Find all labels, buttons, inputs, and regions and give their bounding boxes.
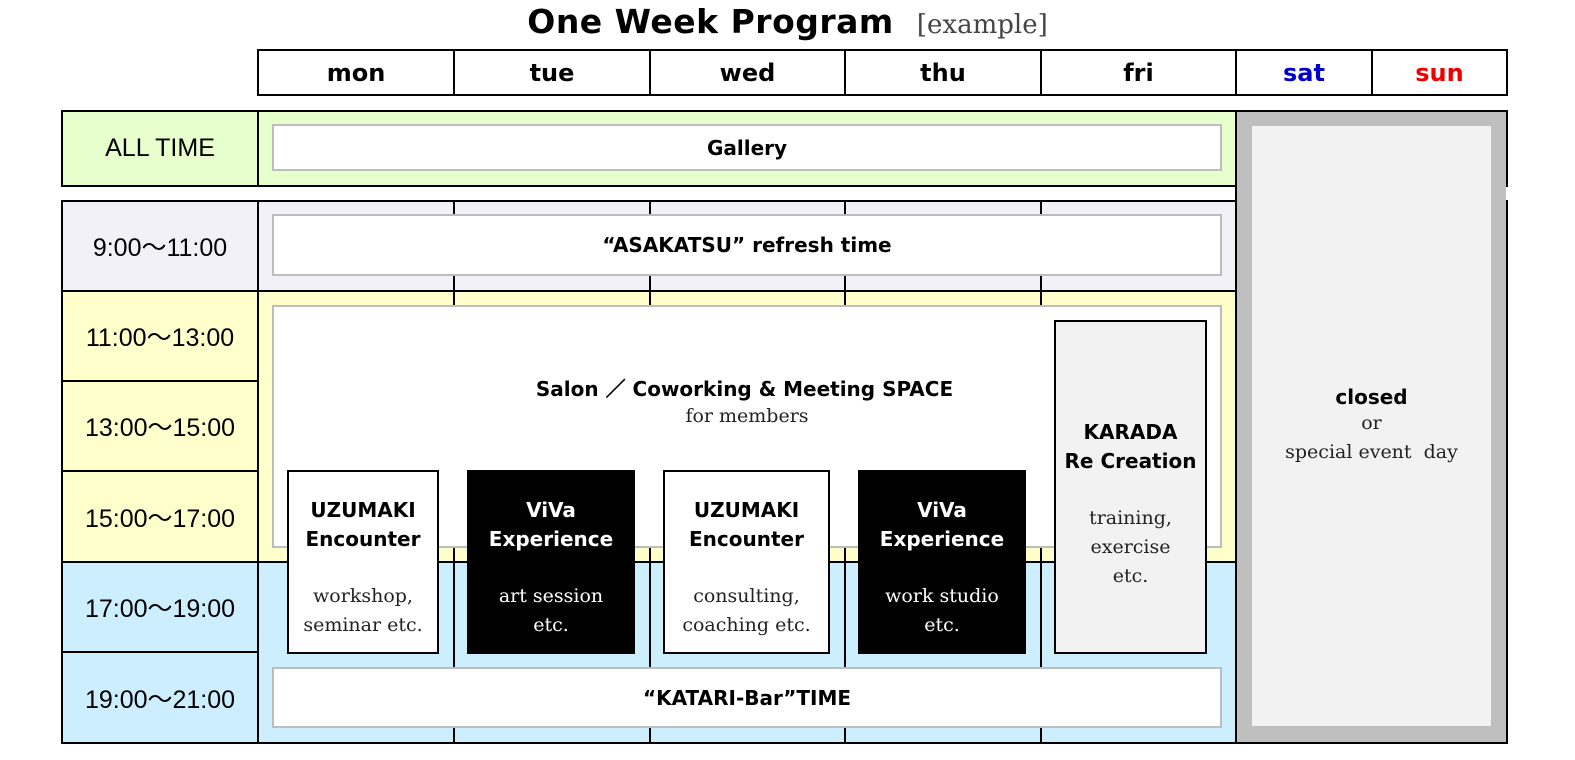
row-label-slot: 17:00～19:00: [84, 595, 236, 623]
day-header-thu: thu: [844, 49, 1042, 96]
card-title: Experience: [488, 527, 614, 551]
asakatsu-label: “ASAKATSU” refresh time: [602, 233, 892, 257]
viva-thu-card: ViVa Experience work studio etc.: [858, 470, 1026, 654]
salon-title: Salon ／ Coworking & Meeting SPACE: [535, 377, 954, 401]
card-desc: workshop,: [313, 585, 413, 607]
card-desc: seminar etc.: [303, 614, 423, 636]
card-title: UZUMAKI: [693, 498, 800, 522]
day-label: thu: [920, 58, 966, 87]
weekend-title: closed: [1335, 385, 1408, 409]
viva-tue-card: ViVa Experience art session etc.: [467, 470, 635, 654]
day-header-fri: fri: [1040, 49, 1237, 96]
row-label-all-time: ALL TIME: [105, 134, 215, 162]
title-main: One Week Program: [527, 2, 894, 41]
katari-label: “KATARI-Bar”TIME: [642, 685, 852, 710]
day-header-sun: sun: [1371, 49, 1508, 96]
divider: [257, 110, 259, 187]
divider: [1235, 110, 1237, 744]
karada-desc: exercise: [1090, 536, 1171, 558]
card-desc: coaching etc.: [682, 614, 811, 636]
row-label-slot: 19:00～21:00: [84, 685, 236, 714]
day-header-sat: sat: [1235, 49, 1373, 96]
karada-desc: training,: [1089, 507, 1172, 529]
row-label-slot: 15:00～17:00: [84, 504, 236, 533]
weekend-line: special event day: [1285, 441, 1458, 463]
card-desc: etc.: [924, 614, 960, 636]
card-title: ViVa: [917, 498, 967, 522]
row-label-slot: 11:00～13:00: [85, 324, 235, 352]
karada-card: KARADA Re Creation training, exercise et…: [1054, 320, 1207, 654]
uzumaki-wed-card: UZUMAKI Encounter consulting, coaching e…: [663, 470, 830, 654]
day-label: tue: [529, 58, 575, 87]
page-title: One Week Program [example]: [0, 2, 1575, 41]
divider: [257, 200, 259, 744]
uzumaki-mon-card: UZUMAKI Encounter workshop, seminar etc.: [287, 470, 439, 654]
card-title: UZUMAKI: [310, 498, 416, 522]
weekend-panel: closed or special event day: [1252, 126, 1491, 726]
gallery-label: Gallery: [706, 135, 788, 160]
karada-title: Re Creation: [1064, 449, 1197, 473]
karada-title: KARADA: [1083, 420, 1178, 444]
divider: [61, 380, 257, 382]
day-header-wed: wed: [649, 49, 846, 96]
card-title: Encounter: [305, 527, 421, 551]
divider: [61, 470, 257, 472]
card-title: ViVa: [526, 498, 576, 522]
card-desc: etc.: [533, 614, 569, 636]
card-desc: work studio: [885, 585, 999, 607]
day-header-tue: tue: [453, 49, 651, 96]
divider: [61, 290, 1508, 292]
weekend-line: or: [1361, 412, 1382, 434]
title-sub: [example]: [916, 10, 1048, 40]
row-label-slot: 9:00～11:00: [92, 234, 228, 262]
day-header-mon: mon: [257, 49, 455, 96]
time-grid: [61, 200, 1508, 744]
asakatsu-box: “ASAKATSU” refresh time: [272, 214, 1222, 276]
card-desc: art session: [498, 585, 604, 607]
gallery-box: Gallery: [272, 124, 1222, 171]
katari-box: “KATARI-Bar”TIME: [272, 667, 1222, 728]
day-label: fri: [1123, 58, 1154, 87]
card-title: Experience: [879, 527, 1005, 551]
day-label: sat: [1283, 58, 1325, 87]
card-desc: consulting,: [693, 585, 800, 607]
divider: [61, 651, 257, 653]
card-title: Encounter: [689, 527, 804, 551]
salon-sub: for members: [685, 405, 809, 427]
karada-desc: etc.: [1112, 565, 1149, 587]
row-label-slot: 13:00～15:00: [84, 414, 236, 442]
day-label: mon: [326, 58, 386, 87]
day-label: sun: [1415, 58, 1464, 87]
day-label: wed: [719, 58, 776, 87]
